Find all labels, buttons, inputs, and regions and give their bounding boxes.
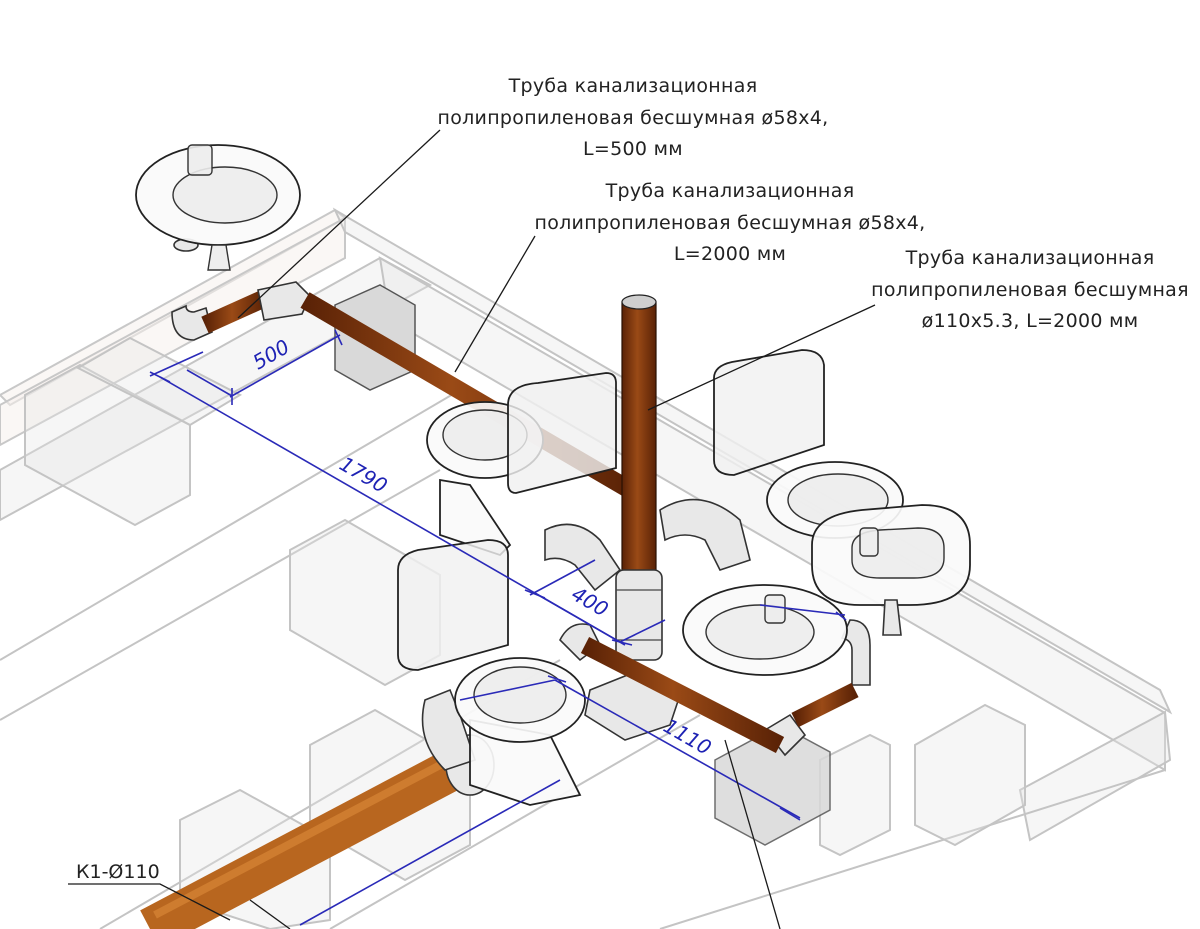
dim-1110-line [554, 679, 801, 819]
washbasin-left-siphon [207, 244, 231, 271]
pipe-58-front [580, 520, 868, 754]
callout-line: полипропиленовая бесшумная ø58x4, [437, 107, 828, 129]
leader-k1 [68, 883, 231, 921]
washbasin-center-bowl [705, 604, 815, 660]
tick [149, 371, 171, 383]
tick [334, 329, 343, 346]
partition-right-2 [819, 733, 891, 857]
callout-line: ø110x5.3, L=2000 мм [922, 310, 1139, 332]
washbasin-left-assembly [135, 144, 635, 498]
washbasin-left-bowl [172, 166, 278, 224]
wall-right-end [1018, 710, 1172, 842]
main-pipe-highlight [153, 748, 467, 919]
leader-bottom [724, 739, 781, 929]
leader-lines [68, 129, 876, 929]
toilet-center [426, 372, 617, 557]
pipe-right-horizontal [791, 682, 859, 728]
callout-line: полипропиленовая бесшумная ø58x4, [534, 212, 925, 234]
callout-line: Труба канализационная [605, 180, 855, 202]
callout-pipe-110-2000: Труба канализационная полипропиленовая б… [871, 247, 1189, 332]
toilet-right-tank [713, 349, 825, 476]
washbasin-center [682, 584, 848, 676]
riser-110 [615, 294, 663, 661]
callout-line: L=2000 мм [674, 243, 786, 265]
washbasin-center-faucet [764, 594, 786, 624]
callout-line: Труба канализационная [508, 75, 758, 97]
fitting-elbow-1 [544, 523, 622, 592]
toilet-center-tank [507, 372, 617, 494]
dimensions: 500 1790 400 1110 [149, 329, 847, 926]
riser-pipe-top [621, 294, 657, 310]
dim-ticks [149, 329, 847, 821]
callout-pipe-58-2000: Труба канализационная полипропиленовая б… [534, 180, 925, 265]
dim-400-ext [529, 559, 596, 596]
dim-ext-5 [299, 779, 561, 926]
leader-pipe-58-500 [237, 129, 441, 319]
tick [835, 611, 847, 621]
callout-line: полипропиленовая бесшумная [871, 279, 1189, 301]
dim-ext-1 [149, 351, 204, 377]
leader-pipe-110-2000 [647, 304, 876, 411]
leader-pipe-58-2000 [454, 235, 536, 373]
floor-edge-2 [0, 469, 441, 721]
washbasin-right-siphon [882, 599, 902, 636]
leader-k1-2 [249, 899, 291, 929]
wall-left-face [0, 216, 346, 447]
washbasin-left-faucet [187, 144, 213, 176]
tick [524, 589, 546, 599]
pipe-mark-k1-label: К1-Ø110 [76, 861, 160, 883]
dim-1110-label: 1110 [660, 714, 716, 760]
callout-line: L=500 мм [583, 138, 683, 160]
tick [547, 675, 567, 683]
fitting-elbow-3 [421, 688, 477, 771]
dim-400-line [534, 592, 621, 643]
callout-line: Труба канализационная [905, 247, 1155, 269]
tick [779, 807, 801, 821]
branch-fitting-left [257, 281, 311, 321]
partition-right-1 [914, 703, 1026, 847]
dim-ext-2 [186, 369, 233, 397]
pipe-58-front-body [580, 636, 785, 754]
floor-edge-1 [0, 389, 461, 661]
dim-1790-label: 1790 [336, 452, 392, 498]
washbasin-right-faucet [859, 527, 879, 557]
dim-ext-4 [759, 604, 846, 616]
dim-ext-6 [459, 679, 556, 701]
tick [611, 639, 633, 646]
washbasin-right [811, 504, 971, 636]
floor-edge-5 [659, 769, 1166, 929]
toilet-front-tank [397, 539, 509, 671]
washbasin-left-elbow [171, 304, 213, 341]
dim-ext-3 [619, 619, 666, 643]
riser-tee-fitting [615, 569, 663, 661]
dim-500-line [229, 334, 341, 398]
partition-left-2 [75, 336, 243, 427]
main-pipe-body [140, 741, 480, 929]
riser-pipe-body [621, 301, 657, 593]
wall-left-inner [0, 256, 433, 522]
toilet-front-seat [473, 666, 567, 724]
floor-edge-4 [329, 714, 701, 929]
fitting-elbow-2 [659, 498, 751, 571]
callout-pipe-58-500: Труба канализационная полипропиленовая б… [437, 75, 828, 160]
toilet-front [397, 539, 586, 806]
